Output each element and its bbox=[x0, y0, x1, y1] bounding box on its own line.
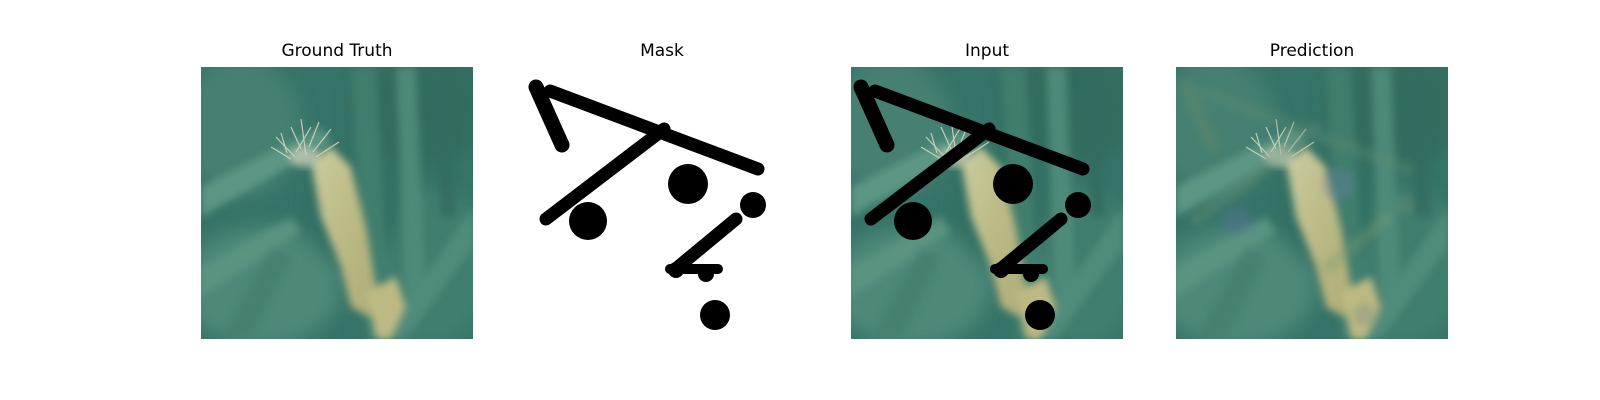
ground-truth-image bbox=[201, 67, 473, 339]
prediction-title: Prediction bbox=[1269, 41, 1355, 61]
prediction-panel: Prediction bbox=[1176, 0, 1448, 400]
input-title: Input bbox=[964, 41, 1010, 61]
mask-panel: Mask bbox=[526, 0, 798, 400]
input-panel: Input bbox=[851, 0, 1123, 400]
prediction-image bbox=[1176, 67, 1448, 339]
ground-truth-title: Ground Truth bbox=[281, 41, 393, 61]
mask-title: Mask bbox=[640, 41, 684, 61]
input-image bbox=[851, 67, 1123, 339]
mask-image bbox=[526, 67, 798, 339]
ground-truth-panel: Ground Truth bbox=[201, 0, 473, 400]
